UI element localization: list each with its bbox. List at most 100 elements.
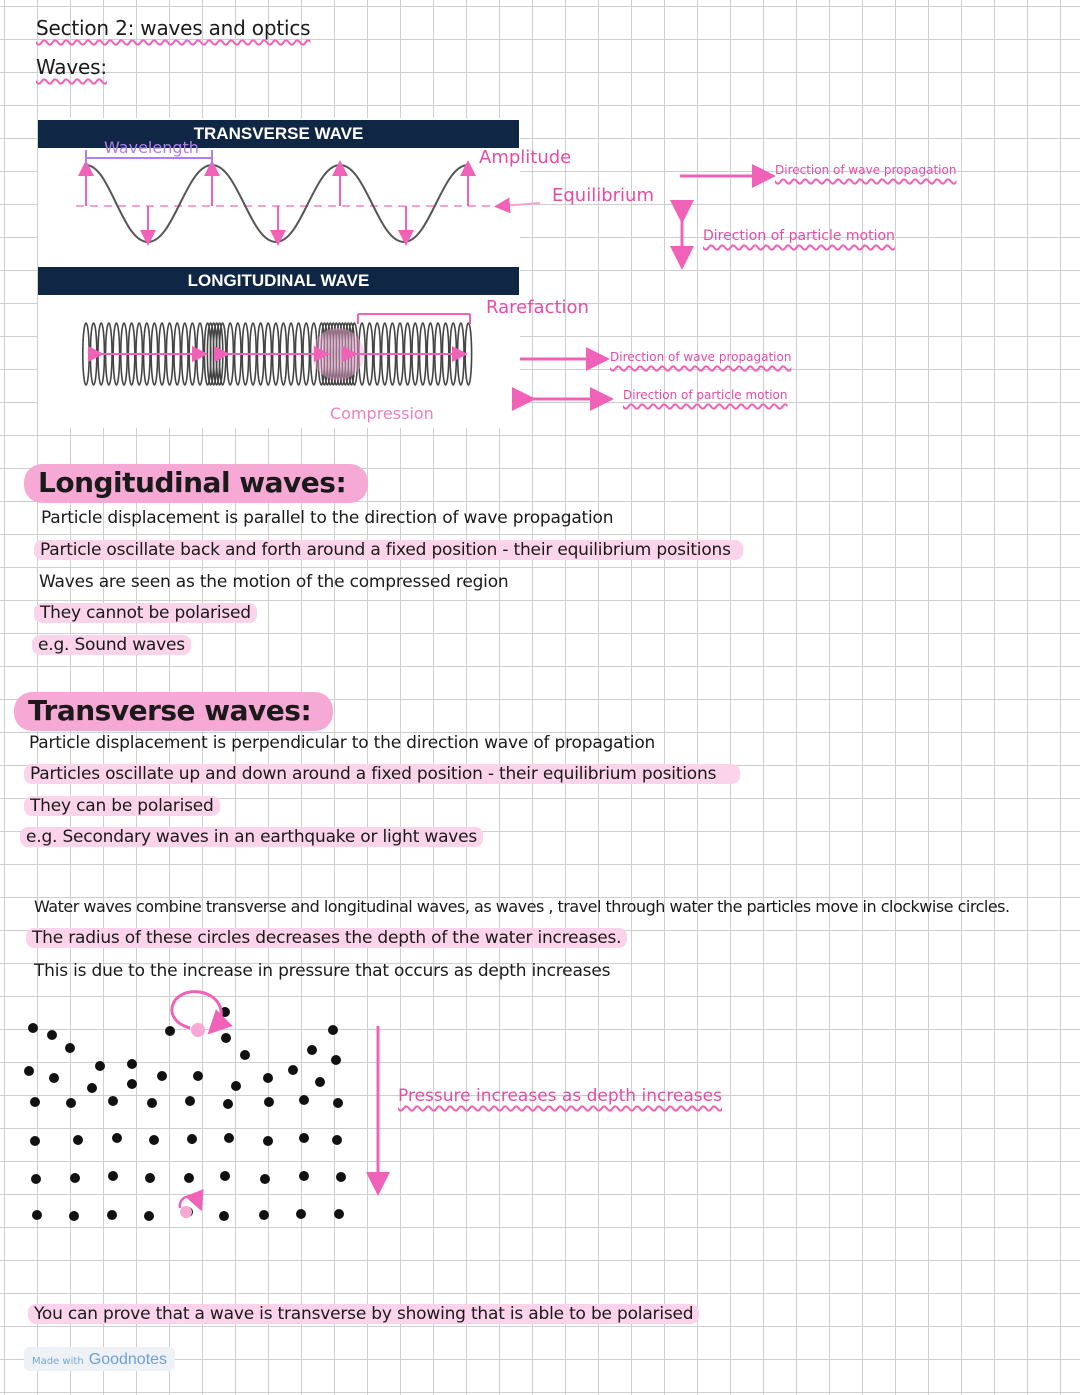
water-particle <box>187 1134 197 1144</box>
water-particle <box>221 1033 231 1043</box>
longitudinal-wave-title: LONGITUDINAL WAVE <box>38 267 519 295</box>
equilibrium-label: Equilibrium <box>552 185 654 206</box>
longitudinal-propagation-label: Direction of wave propagation <box>610 350 792 364</box>
water-particle <box>259 1210 269 1220</box>
water-particle <box>224 1133 234 1143</box>
water-particle <box>240 1050 250 1060</box>
deep-particle-highlight <box>180 1206 192 1218</box>
water-particle <box>30 1097 40 1107</box>
water-particle <box>315 1077 325 1087</box>
water-particle <box>127 1079 137 1089</box>
water-particle <box>307 1045 317 1055</box>
water-particle <box>145 1173 155 1183</box>
water-particle <box>336 1172 346 1182</box>
water-particle <box>144 1211 154 1221</box>
transverse-line-1: Particle displacement is perpendicular t… <box>29 733 656 753</box>
transverse-particle-label: Direction of particle motion <box>703 228 895 244</box>
goodnotes-badge[interactable]: Made with Goodnotes <box>24 1347 176 1371</box>
longitudinal-line-4: They cannot be polarised <box>34 603 257 623</box>
water-particle <box>264 1097 274 1107</box>
water-particle <box>47 1030 57 1040</box>
water-particle <box>288 1065 298 1075</box>
water-particle <box>87 1083 97 1093</box>
water-particle <box>263 1073 273 1083</box>
water-line-3: This is due to the increase in pressure … <box>34 961 611 981</box>
water-particle <box>223 1099 233 1109</box>
water-particle <box>333 1098 343 1108</box>
water-particle <box>328 1025 338 1035</box>
water-particle <box>24 1066 34 1076</box>
longitudinal-line-5: e.g. Sound waves <box>32 635 191 655</box>
water-particle <box>165 1026 175 1036</box>
water-particle <box>66 1098 76 1108</box>
water-particle <box>28 1023 38 1033</box>
longitudinal-line-2: Particle oscillate back and forth around… <box>34 540 743 560</box>
compression-highlight <box>312 328 364 380</box>
water-particle <box>30 1136 40 1146</box>
water-particle <box>184 1173 194 1183</box>
page-subtitle: Waves: <box>36 55 107 79</box>
longitudinal-line-3: Waves are seen as the motion of the comp… <box>39 572 509 592</box>
water-particle <box>334 1209 344 1219</box>
goodnotes-logo: Goodnotes <box>88 1351 168 1368</box>
water-particle <box>49 1073 59 1083</box>
water-particle <box>147 1098 157 1108</box>
water-line-1: Water waves combine transverse and longi… <box>34 897 1010 916</box>
water-particle <box>73 1135 83 1145</box>
water-particle <box>296 1209 306 1219</box>
water-particle <box>32 1210 42 1220</box>
amplitude-label: Amplitude <box>479 147 572 168</box>
wavelength-bracket <box>85 150 213 166</box>
longitudinal-particle-label: Direction of particle motion <box>623 388 788 402</box>
transverse-heading: Transverse waves: <box>14 692 334 731</box>
transverse-line-3: They can be polarised <box>24 796 220 816</box>
rarefaction-label: Rarefaction <box>486 297 589 318</box>
amplitude-arrows <box>78 160 476 246</box>
wavelength-label: Wavelength <box>104 138 199 157</box>
transverse-propagation-label: Direction of wave propagation <box>775 163 957 177</box>
water-particle <box>332 1135 342 1145</box>
large-circle-arrow <box>170 990 233 1035</box>
transverse-line-4: e.g. Secondary waves in an earthquake or… <box>20 827 484 847</box>
surface-particle-highlight <box>191 1023 205 1037</box>
pressure-label: Pressure increases as depth increases <box>398 1086 722 1106</box>
water-particle <box>70 1173 80 1183</box>
slinky-coil <box>464 322 473 386</box>
water-particle <box>231 1081 241 1091</box>
water-particle <box>220 1171 230 1181</box>
water-particle <box>219 1211 229 1221</box>
water-particle <box>157 1071 167 1081</box>
longitudinal-line-1: Particle displacement is parallel to the… <box>41 508 614 528</box>
wave-diagram-graphics <box>76 150 776 411</box>
water-particles <box>0 0 400 1260</box>
longitudinal-heading: Longitudinal waves: <box>24 464 369 503</box>
water-particle <box>95 1061 105 1071</box>
water-line-2: The radius of these circles decreases th… <box>26 928 628 948</box>
water-particle <box>185 1096 195 1106</box>
water-particle <box>112 1133 122 1143</box>
water-particle <box>69 1211 79 1221</box>
water-particle <box>108 1171 118 1181</box>
compression-label: Compression <box>330 404 434 423</box>
water-particle <box>299 1133 309 1143</box>
rarefaction-bracket <box>357 313 471 324</box>
page-title: Section 2: waves and optics <box>36 16 311 40</box>
water-particle <box>193 1071 203 1081</box>
water-particle <box>260 1174 270 1184</box>
small-circle-arrow <box>178 1188 204 1212</box>
water-particle <box>149 1135 159 1145</box>
water-particle <box>108 1096 118 1106</box>
made-with-label: Made with <box>32 1356 84 1367</box>
water-particle <box>299 1171 309 1181</box>
water-particle <box>299 1095 309 1105</box>
water-motion-graphics <box>170 990 390 1218</box>
polarisation-note: You can prove that a wave is transverse … <box>28 1304 700 1324</box>
water-particle <box>107 1210 117 1220</box>
water-particle <box>331 1055 341 1065</box>
transverse-line-2: Particles oscillate up and down around a… <box>24 764 741 784</box>
water-particle <box>65 1043 75 1053</box>
water-particle <box>31 1174 41 1184</box>
water-particle <box>127 1059 137 1069</box>
transverse-wave-title: TRANSVERSE WAVE <box>38 120 519 148</box>
water-particle <box>263 1136 273 1146</box>
